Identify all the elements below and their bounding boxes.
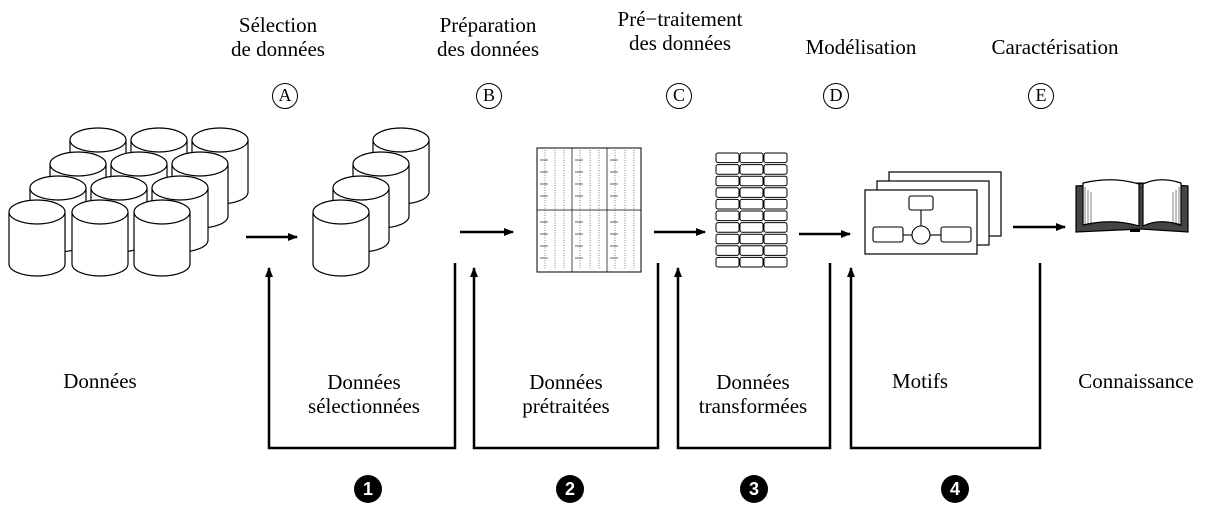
selected-database-icon — [312, 127, 430, 277]
patterns-model-icon — [864, 171, 1002, 255]
feedback-loop-2-line — [470, 263, 660, 450]
transformed-data-table-icon — [715, 152, 788, 268]
feedback-loop-3-line — [674, 263, 832, 450]
feedback-loop-1-badge: 1 — [354, 475, 382, 503]
step-d-letter: D — [823, 83, 849, 109]
stage-label-knowledge: Connaissance — [1078, 369, 1194, 393]
database-pile-icon — [8, 127, 249, 277]
step-b-letter: B — [476, 83, 502, 109]
feedback-loop-1-line — [265, 263, 457, 450]
knowledge-book-icon — [1075, 179, 1189, 233]
step-a-letter: A — [272, 83, 298, 109]
step-e-title: Caractérisation — [991, 35, 1119, 59]
feedback-loop-4-line — [847, 263, 1042, 450]
step-d-title: Modélisation — [805, 35, 917, 59]
step-e-letter: E — [1028, 83, 1054, 109]
preprocessed-data-sheet-icon — [536, 147, 642, 273]
feedback-loop-2-badge: 2 — [556, 475, 584, 503]
feedback-loop-3-badge: 3 — [740, 475, 768, 503]
step-c-letter: C — [666, 83, 692, 109]
stage-label-data: Données — [63, 369, 137, 393]
feedback-loop-4-badge: 4 — [941, 475, 969, 503]
stage-label-patterns: Motifs — [891, 369, 948, 393]
